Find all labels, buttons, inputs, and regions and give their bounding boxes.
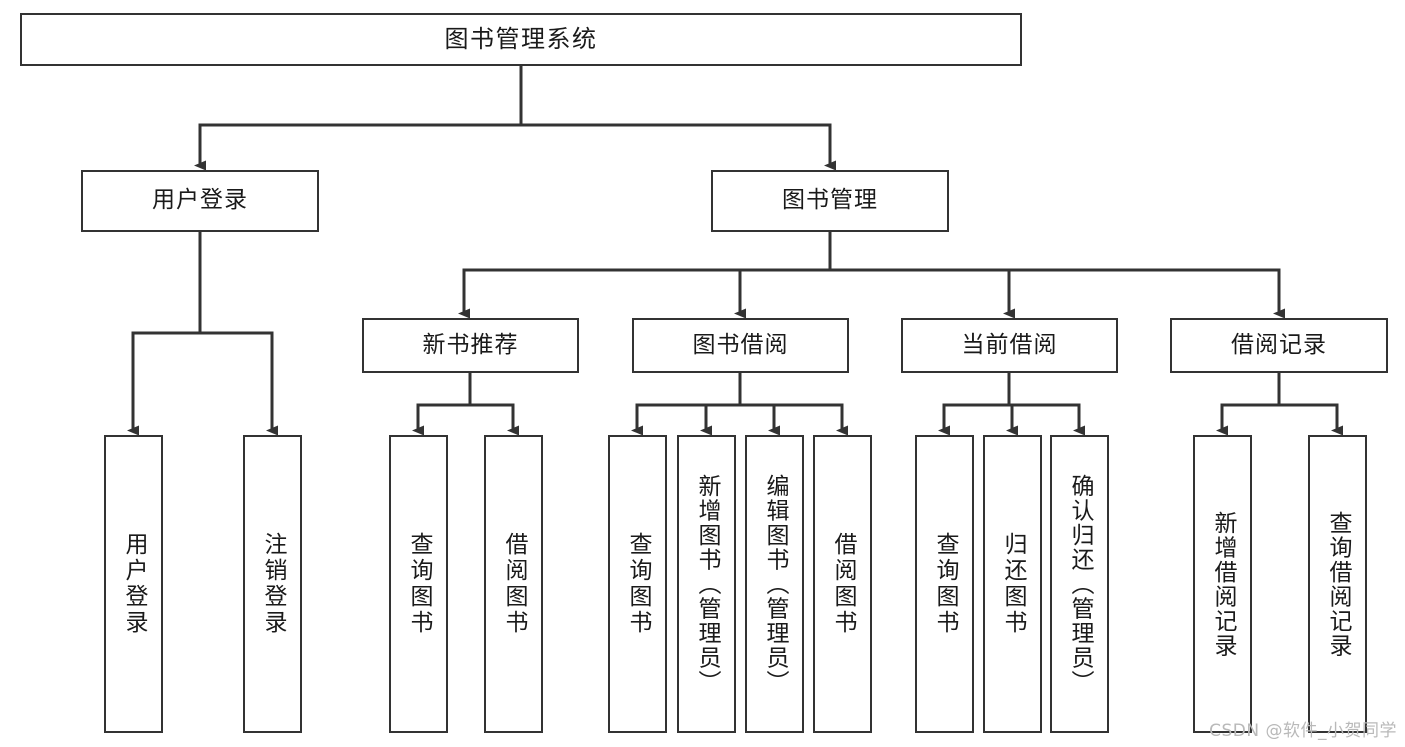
node-borrow-record[interactable]: 借阅记录 — [1170, 318, 1388, 373]
node-label: 注销登录 — [260, 532, 286, 636]
leaf-query-book-new-book[interactable]: 查询图书 — [389, 435, 448, 733]
node-label: 当前借阅 — [961, 331, 1058, 358]
node-label: 用户登录 — [152, 187, 248, 214]
node-label: 新增图书（管理员） — [694, 473, 720, 695]
node-root-book-management-system[interactable]: 图书管理系统 — [20, 13, 1022, 66]
node-label: 用户登录 — [121, 532, 147, 636]
node-user-login[interactable]: 用户登录 — [81, 170, 319, 232]
node-label: 编辑图书（管理员） — [762, 473, 788, 695]
leaf-query-borrow-record[interactable]: 查询借阅记录 — [1308, 435, 1367, 733]
node-label: 借阅记录 — [1231, 331, 1327, 358]
node-label: 归还图书 — [1000, 532, 1026, 636]
leaf-logout-login[interactable]: 注销登录 — [243, 435, 302, 733]
node-new-book-recommend[interactable]: 新书推荐 — [362, 318, 579, 373]
node-label: 借阅图书 — [830, 532, 856, 636]
leaf-add-borrow-record[interactable]: 新增借阅记录 — [1193, 435, 1252, 733]
leaf-query-book-borrow[interactable]: 查询图书 — [608, 435, 667, 733]
leaf-user-login[interactable]: 用户登录 — [104, 435, 163, 733]
node-label: 确认归还（管理员） — [1067, 473, 1093, 695]
node-label: 图书借阅 — [692, 331, 789, 358]
node-label: 新增借阅记录 — [1210, 510, 1236, 658]
node-current-borrow[interactable]: 当前借阅 — [901, 318, 1118, 373]
node-label: 图书管理系统 — [444, 25, 598, 54]
leaf-query-book-current[interactable]: 查询图书 — [915, 435, 974, 733]
leaf-confirm-return-admin[interactable]: 确认归还（管理员） — [1050, 435, 1109, 733]
leaf-return-book[interactable]: 归还图书 — [983, 435, 1042, 733]
leaf-add-book-admin[interactable]: 新增图书（管理员） — [677, 435, 736, 733]
node-label: 图书管理 — [782, 187, 878, 214]
node-label: 查询图书 — [406, 532, 432, 636]
node-label: 借阅图书 — [501, 532, 527, 636]
node-label: 查询图书 — [932, 532, 958, 636]
node-label: 查询借阅记录 — [1325, 510, 1351, 658]
leaf-borrow-book-new-book[interactable]: 借阅图书 — [484, 435, 543, 733]
node-book-borrow[interactable]: 图书借阅 — [632, 318, 849, 373]
node-book-management[interactable]: 图书管理 — [711, 170, 949, 232]
leaf-borrow-book-borrow[interactable]: 借阅图书 — [813, 435, 872, 733]
node-label: 新书推荐 — [422, 331, 519, 358]
leaf-edit-book-admin[interactable]: 编辑图书（管理员） — [745, 435, 804, 733]
node-label: 查询图书 — [625, 532, 651, 636]
